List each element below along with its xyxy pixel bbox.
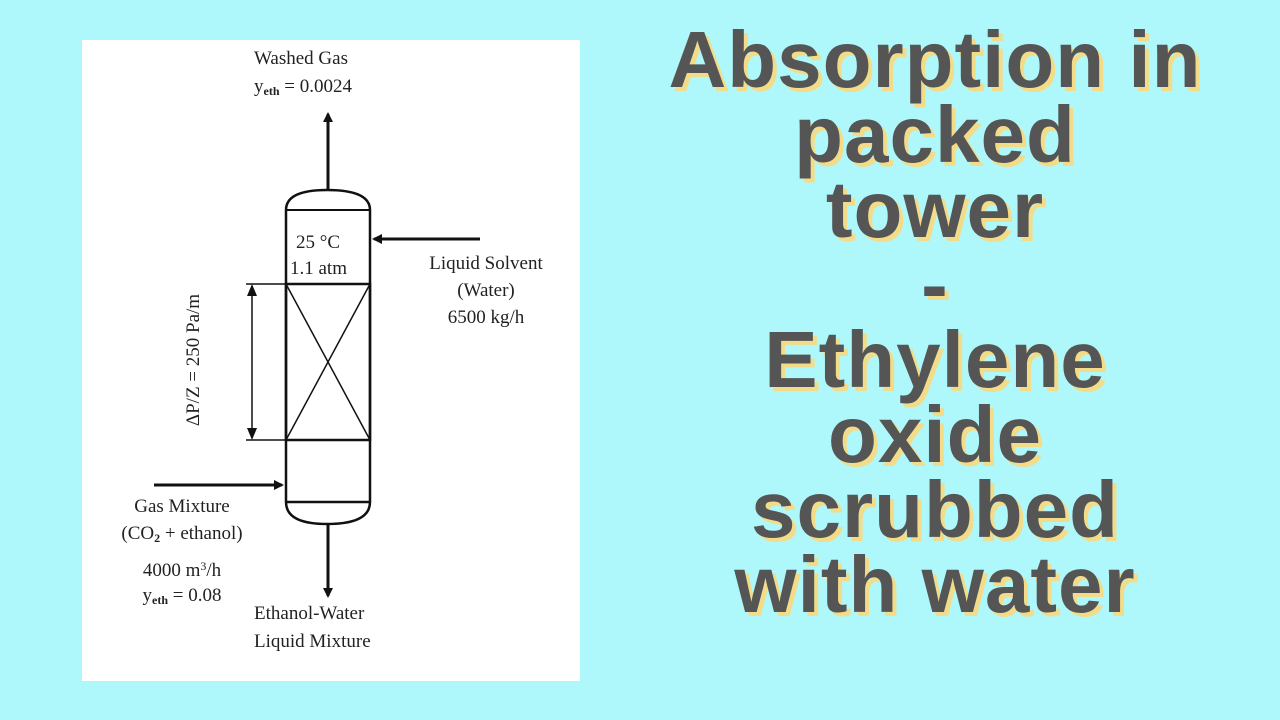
gas-mixture-flow: 4000 m3/h bbox=[82, 555, 282, 582]
gas-y-subscript: eth bbox=[152, 593, 169, 607]
y-value: = 0.0024 bbox=[284, 76, 352, 97]
liquid-mixture-line2: Liquid Mixture bbox=[254, 631, 371, 652]
title-line-3: tower bbox=[825, 165, 1045, 254]
liquid-solvent-line2: (Water) bbox=[457, 280, 515, 301]
washed-gas-label: Washed Gas bbox=[254, 48, 348, 70]
liquid-solvent-line1: Liquid Solvent bbox=[429, 253, 543, 274]
liquid-mixture-label: Ethanol-Water Liquid Mixture bbox=[254, 603, 371, 653]
gas-y-value: = 0.08 bbox=[172, 585, 222, 606]
pressure-value: 1.1 atm bbox=[290, 258, 347, 279]
title-line-2: packed bbox=[794, 90, 1076, 179]
liquid-solvent-label: Liquid Solvent (Water) 6500 kg/h bbox=[404, 253, 568, 329]
packing-cross-b bbox=[285, 283, 371, 441]
title-line-1: Absorption in bbox=[668, 15, 1202, 104]
liquid-mixture-line1: Ethanol-Water bbox=[254, 603, 365, 624]
gas-y-symbol: y bbox=[142, 585, 153, 606]
gas-mixture-line1: Gas Mixture bbox=[134, 496, 230, 517]
gas-flow-superscript: 3 bbox=[200, 559, 207, 573]
gas-mixture-fraction: yeth = 0.08 bbox=[82, 585, 282, 611]
title-line-8: with water bbox=[734, 540, 1136, 629]
gas-flow-value: 4000 m bbox=[142, 560, 201, 581]
tower-diagram bbox=[154, 112, 480, 598]
temperature-label: 25 °C bbox=[296, 232, 340, 254]
packing-section bbox=[284, 282, 372, 442]
diagram-panel: Washed Gas yeth = 0.0024 25 °C 1.1 atm L… bbox=[82, 40, 580, 681]
title-line-7: scrubbed bbox=[750, 465, 1120, 554]
title-line-4: - bbox=[921, 240, 949, 329]
pressure-drop-label: ΔP/Z = 250 Pa/m bbox=[183, 250, 205, 470]
washed-gas-title: Washed Gas bbox=[254, 48, 348, 69]
dimension-arrow-bottom bbox=[247, 428, 257, 440]
title-line-5: Ethylene bbox=[764, 315, 1106, 404]
gas-mixture-co-subscript: 2 bbox=[154, 531, 161, 545]
gas-mixture-co-text: (CO bbox=[121, 523, 155, 544]
gas-flow-unit: /h bbox=[206, 560, 222, 581]
washed-gas-fraction: yeth = 0.0024 bbox=[254, 76, 352, 102]
dimension-arrow-top bbox=[247, 284, 257, 296]
y-symbol: y bbox=[254, 76, 264, 97]
gas-mixture-line2: (CO2 + ethanol) bbox=[82, 523, 282, 549]
page-title: Absorption in packed tower - Ethylene ox… bbox=[610, 15, 1260, 629]
pressure-drop-value: ΔP/Z = 250 Pa/m bbox=[183, 293, 204, 427]
y-subscript: eth bbox=[263, 84, 280, 98]
title-line-6: oxide bbox=[828, 390, 1042, 479]
gas-mixture-label: Gas Mixture (CO2 + ethanol) 4000 m3/h ye… bbox=[82, 496, 282, 611]
pressure-label: 1.1 atm bbox=[290, 258, 347, 280]
gas-mixture-ethanol-text: + ethanol) bbox=[160, 523, 243, 544]
liquid-solvent-line3: 6500 kg/h bbox=[447, 307, 525, 328]
temperature-value: 25 °C bbox=[296, 232, 341, 253]
